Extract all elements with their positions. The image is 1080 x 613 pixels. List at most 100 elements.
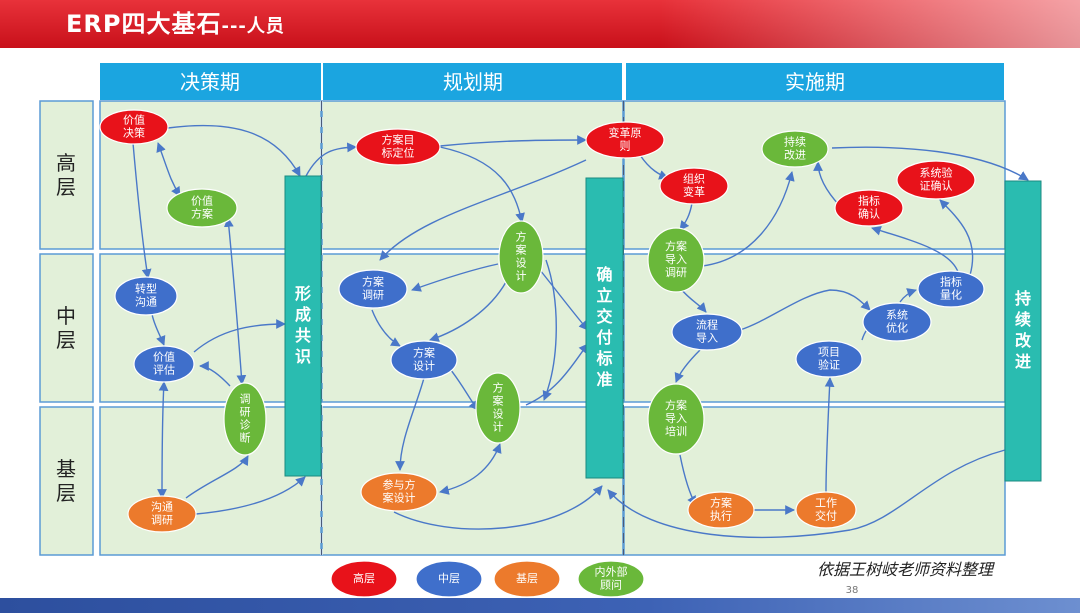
node-zblh-shape — [917, 270, 985, 308]
level-box-base — [39, 406, 94, 556]
node-label: 变革原 — [609, 126, 642, 140]
node-label: 优化 — [886, 321, 908, 335]
node-label: 指标 — [858, 194, 880, 208]
legend-item-base: 基层 — [493, 560, 561, 598]
connector — [223, 217, 247, 385]
phase-label: 规划期 — [443, 70, 503, 94]
node-fady-shape — [338, 269, 408, 309]
connector — [525, 343, 589, 406]
deliver-standard-bar — [585, 177, 624, 479]
node-cxgj-shape — [761, 130, 829, 168]
connector — [439, 443, 502, 495]
node-zbqr-shape — [834, 189, 904, 227]
bar-label-char: 共 — [295, 326, 311, 345]
page-number: 38 — [846, 585, 859, 596]
node-label: 调 — [240, 393, 251, 406]
node-label: 价值 — [191, 195, 213, 208]
node-label: 标定位 — [382, 146, 415, 160]
node-label: 中层 — [438, 572, 460, 585]
node-fazx-shape — [687, 491, 755, 529]
node-xmyz-shape — [795, 340, 863, 378]
bar-label-char: 准 — [596, 370, 612, 389]
phase-label: 实施期 — [785, 70, 845, 94]
connector — [151, 313, 166, 346]
node-dyzd-shape — [223, 382, 267, 456]
bar-label-char: 标 — [595, 349, 612, 368]
node-label: 案 — [516, 243, 527, 257]
node-label: 调研 — [151, 514, 173, 527]
connector — [156, 142, 181, 197]
node-label: 执行 — [710, 509, 732, 523]
connector — [899, 288, 917, 303]
connector — [395, 377, 425, 471]
node-label: 方案 — [665, 239, 687, 253]
node-label: 沟通 — [151, 501, 173, 514]
connector — [439, 146, 525, 223]
node-label: 则 — [620, 140, 631, 153]
connector — [739, 289, 871, 331]
bar-label-char: 交 — [596, 307, 612, 326]
bar-label-char: 立 — [596, 286, 612, 305]
bar-label-char: 改 — [1015, 331, 1032, 350]
connector — [185, 455, 249, 499]
node-label: 方案 — [191, 207, 213, 221]
level-labels — [39, 100, 94, 556]
node-fadr1-shape — [647, 227, 705, 293]
node-label: 计 — [493, 421, 504, 434]
legend-item-mid: 中层 — [415, 560, 483, 598]
node-label: 设 — [516, 257, 527, 270]
connector — [132, 142, 152, 279]
node-label: 验证 — [818, 358, 840, 372]
node-fasj3-shape — [475, 372, 521, 444]
grid-cell — [321, 100, 624, 250]
node-jzjc-shape — [99, 109, 169, 145]
node-label: 指标 — [940, 275, 962, 289]
bar-label-char: 识 — [295, 347, 311, 366]
node-label: 价值 — [153, 351, 175, 364]
connector — [429, 281, 507, 342]
legend-item-consultant-shape — [577, 560, 645, 598]
node-label: 案 — [493, 394, 504, 408]
phase-header-decision — [100, 63, 321, 100]
nodes: 价值决策价值方案转型沟通价值评估调研诊断沟通调研方案目标定位方案设计方案调研方案… — [99, 109, 985, 533]
level-box-mid — [39, 253, 94, 403]
grid-cell — [99, 406, 322, 556]
node-label: 量化 — [940, 288, 962, 302]
node-jzfa-shape — [166, 188, 238, 228]
node-label: 方 — [493, 381, 504, 395]
legend-item-mid-shape — [415, 560, 483, 598]
node-label: 方案 — [362, 275, 384, 289]
footer-line — [0, 598, 1080, 613]
connector — [305, 142, 357, 177]
node-xtyz-shape — [896, 160, 976, 200]
node-label: 培训 — [665, 424, 687, 438]
node-label: 交付 — [815, 509, 837, 523]
connector — [539, 269, 589, 331]
node-label: 系统 — [886, 309, 908, 322]
connector — [824, 377, 835, 493]
node-label: 系统验 — [920, 166, 953, 180]
connector — [701, 171, 795, 267]
node-jzpg-shape — [133, 345, 195, 383]
node-label: 设计 — [413, 360, 435, 373]
node-label: 沟通 — [135, 296, 157, 309]
level-label: 高层 — [56, 151, 76, 199]
